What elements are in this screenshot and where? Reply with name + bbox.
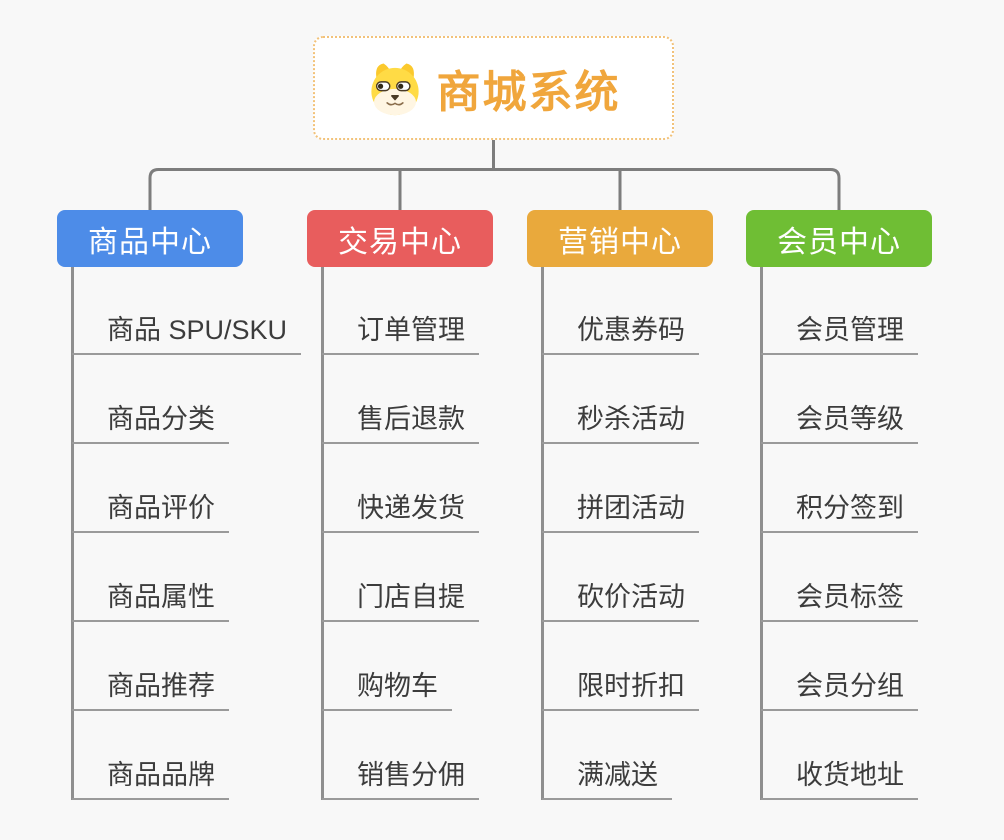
child-node[interactable]: 商品推荐 xyxy=(72,669,229,711)
child-node[interactable]: 售后退款 xyxy=(322,402,479,444)
child-node[interactable]: 商品品牌 xyxy=(72,758,229,800)
branch-node-trade[interactable]: 交易中心 xyxy=(307,210,493,267)
child-node[interactable]: 限时折扣 xyxy=(542,669,699,711)
dog-icon xyxy=(370,63,419,116)
branch-spine xyxy=(760,267,763,800)
root-title: 商城系统 xyxy=(436,68,621,117)
child-node[interactable]: 商品分类 xyxy=(72,402,229,444)
child-node[interactable]: 会员等级 xyxy=(761,402,918,444)
child-node[interactable]: 会员分组 xyxy=(761,669,918,711)
branch-spine xyxy=(71,267,74,800)
child-node[interactable]: 会员标签 xyxy=(761,580,918,622)
child-node[interactable]: 满减送 xyxy=(542,758,672,800)
branch-node-member[interactable]: 会员中心 xyxy=(746,210,932,267)
child-node[interactable]: 拼团活动 xyxy=(542,491,699,533)
child-node[interactable]: 购物车 xyxy=(322,669,452,711)
child-node[interactable]: 商品属性 xyxy=(72,580,229,622)
child-node[interactable]: 商品评价 xyxy=(72,491,229,533)
child-node[interactable]: 优惠券码 xyxy=(542,313,699,355)
child-node[interactable]: 门店自提 xyxy=(322,580,479,622)
branch-spine xyxy=(321,267,324,800)
root-node[interactable]: 商城系统 xyxy=(313,36,674,140)
child-node[interactable]: 积分签到 xyxy=(761,491,918,533)
child-node[interactable]: 收货地址 xyxy=(761,758,918,800)
child-node[interactable]: 砍价活动 xyxy=(542,580,699,622)
child-node[interactable]: 快递发货 xyxy=(322,491,479,533)
branch-node-marketing[interactable]: 营销中心 xyxy=(527,210,713,267)
child-node[interactable]: 商品 SPU/SKU xyxy=(72,313,302,355)
child-node[interactable]: 秒杀活动 xyxy=(542,402,699,444)
child-node[interactable]: 订单管理 xyxy=(322,313,479,355)
branch-node-goods[interactable]: 商品中心 xyxy=(57,210,243,267)
branch-spine xyxy=(541,267,544,800)
child-node[interactable]: 销售分佣 xyxy=(322,758,479,800)
child-node[interactable]: 会员管理 xyxy=(761,313,918,355)
